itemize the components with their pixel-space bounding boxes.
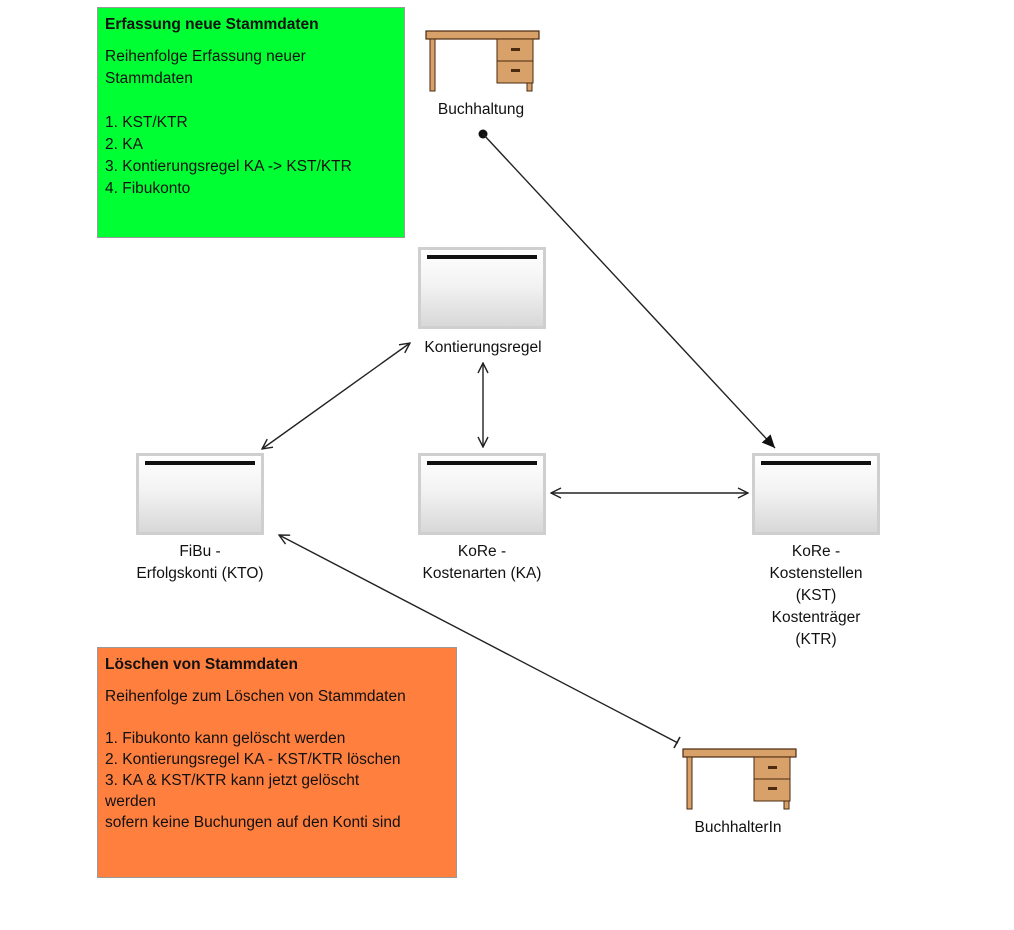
- note-delete-line: Reihenfolge zum Löschen von Stammdaten: [105, 688, 406, 705]
- entity-label-line: Erfolgskonti (KTO): [136, 565, 264, 582]
- note-create-line: Stammdaten: [105, 70, 193, 87]
- note-delete-master-data: Löschen von Stammdaten Reihenfolge zum L…: [97, 647, 457, 878]
- desk-icon[interactable]: [682, 748, 797, 810]
- entity-label-line: FiBu -: [179, 543, 221, 560]
- entity-label-kontierungsregel: Kontierungsregel: [383, 337, 583, 359]
- entity-label-line: Kostenarten (KA): [422, 565, 542, 582]
- note-delete-line: 2. Kontierungsregel KA - KST/KTR löschen: [105, 751, 401, 768]
- entity-label-line: Kostenstellen: [769, 565, 863, 582]
- entity-header-bar: [427, 461, 537, 465]
- note-create-line: 3. Kontierungsregel KA -> KST/KTR: [105, 158, 352, 175]
- note-create-line: Reihenfolge Erfassung neuer: [105, 48, 306, 65]
- note-create-line: 2. KA: [105, 136, 143, 153]
- note-delete-line: 3. KA & KST/KTR kann jetzt gelöscht: [105, 772, 360, 789]
- note-delete-title: Löschen von Stammdaten: [105, 656, 298, 673]
- entity-fibu[interactable]: [136, 453, 264, 535]
- actor-label-buchhalterin: BuchhalterIn: [694, 819, 782, 836]
- actor-label-buchhaltung: Buchhaltung: [437, 101, 525, 118]
- connector-buchhalterin-fibu[interactable]: [279, 535, 681, 749]
- note-delete-line: 1. Fibukonto kann gelöscht werden: [105, 730, 346, 747]
- connector-buchhaltung-kst[interactable]: [478, 129, 776, 449]
- entity-label-kst-ktr: KoRe - Kostenstellen (KST) Kostenträger …: [716, 541, 916, 651]
- entity-label-line: KoRe -: [457, 543, 507, 560]
- entity-header-bar: [761, 461, 871, 465]
- note-create-master-data: Erfassung neue Stammdaten Reihenfolge Er…: [97, 7, 405, 238]
- entity-kontierungsregel[interactable]: [418, 247, 546, 329]
- entity-ka[interactable]: [418, 453, 546, 535]
- entity-label-ka: KoRe - Kostenarten (KA): [382, 541, 582, 585]
- entity-header-bar: [427, 255, 537, 259]
- connector-kontierungsregel-fibu[interactable]: [262, 343, 410, 449]
- entity-label-line: KoRe -: [791, 543, 841, 560]
- note-create-title: Erfassung neue Stammdaten: [105, 16, 319, 33]
- note-delete-line: werden: [105, 793, 156, 810]
- desk-icon[interactable]: [425, 30, 540, 92]
- entity-header-bar: [145, 461, 255, 465]
- note-create-line: 4. Fibukonto: [105, 180, 191, 197]
- note-create-line: 1. KST/KTR: [105, 114, 188, 131]
- entity-label-fibu: FiBu - Erfolgskonti (KTO): [100, 541, 300, 585]
- entity-label-line: Kontierungsregel: [424, 339, 542, 356]
- entity-label-line: (KST): [795, 587, 837, 604]
- entity-label-line: (KTR): [795, 631, 837, 648]
- entity-kst-ktr[interactable]: [752, 453, 880, 535]
- note-delete-line: sofern keine Buchungen auf den Konti sin…: [105, 814, 401, 831]
- entity-label-line: Kostenträger: [771, 609, 861, 626]
